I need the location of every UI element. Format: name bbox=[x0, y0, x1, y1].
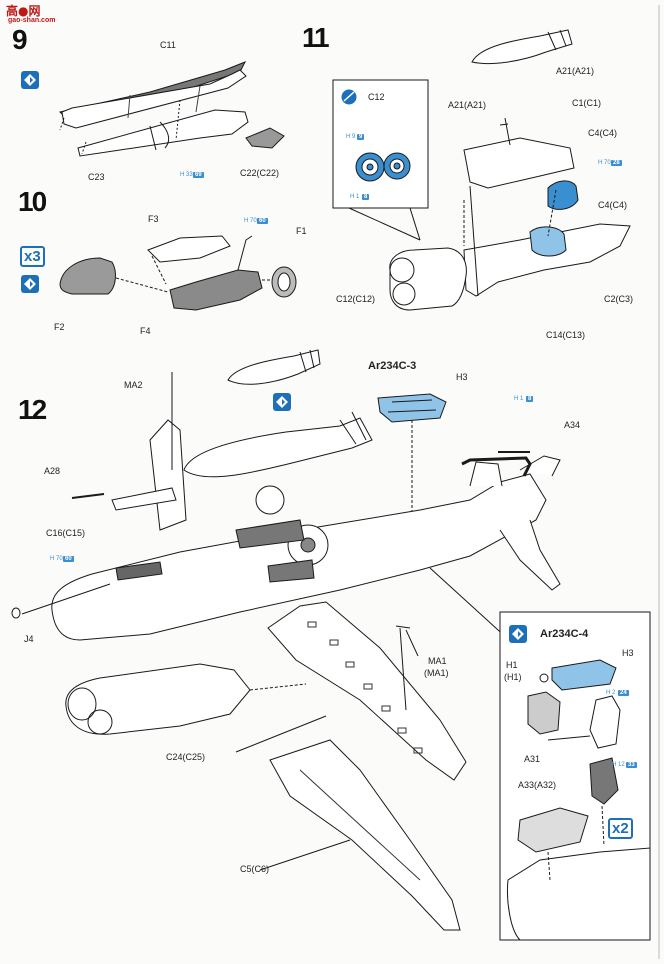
part-label: H1 bbox=[506, 660, 518, 670]
part-c4-ring bbox=[529, 226, 567, 257]
part-label: A34 bbox=[564, 420, 581, 430]
part-label: C11 bbox=[160, 40, 176, 50]
part-label: F4 bbox=[140, 326, 151, 336]
part-label: MA2 bbox=[124, 380, 143, 390]
watermark-site: gao-shan.com bbox=[8, 17, 56, 24]
step-number-11: 11 bbox=[302, 22, 330, 53]
paint-chip: 60 bbox=[63, 556, 74, 562]
part-label: (MA1) bbox=[424, 668, 449, 678]
cement-icon bbox=[21, 275, 39, 293]
cement-icon bbox=[509, 625, 527, 643]
part-label: C16(C15) bbox=[46, 528, 86, 538]
paint-code: H 12 bbox=[612, 762, 625, 768]
fuselage-section bbox=[507, 847, 651, 941]
pedal-block bbox=[589, 757, 619, 805]
part-label: A28 bbox=[44, 466, 61, 476]
step-12-drawing bbox=[11, 349, 561, 931]
part-label: A33(A32) bbox=[518, 780, 557, 790]
part-c24-wing bbox=[267, 601, 467, 781]
paint-code: H 1 bbox=[514, 396, 524, 402]
paint-chip: 28 bbox=[611, 160, 622, 166]
paint-chip: 8 bbox=[362, 194, 370, 200]
part-label: F3 bbox=[148, 214, 159, 224]
step-11-drawing bbox=[332, 29, 631, 311]
engine-pod bbox=[389, 247, 467, 311]
paint-code: H 70 bbox=[50, 556, 63, 562]
paint-code: H 9 bbox=[346, 134, 356, 140]
paint-chip: 33 bbox=[626, 762, 637, 768]
part-f2-nose bbox=[59, 257, 116, 295]
bomb-large bbox=[183, 417, 373, 478]
paint-code: H 1 bbox=[350, 194, 360, 200]
part-label: (H1) bbox=[504, 672, 522, 682]
paint-code: H 2 bbox=[606, 690, 616, 696]
engine-nacelle-lower bbox=[65, 663, 251, 735]
step-number-9: 9 bbox=[12, 24, 28, 55]
part-label: C14(C13) bbox=[546, 330, 586, 340]
cement-icon bbox=[21, 71, 39, 89]
part-label: C2(C3) bbox=[604, 294, 634, 304]
part-label: C12(C12) bbox=[336, 294, 376, 304]
part-label: C24(C25) bbox=[166, 752, 206, 762]
part-label: C4(C4) bbox=[598, 200, 628, 210]
c12-engine-faces bbox=[355, 152, 411, 182]
part-h3-canopy-c3 bbox=[377, 393, 447, 423]
paint-chip: 60 bbox=[257, 218, 268, 224]
paint-code: H 70 bbox=[244, 218, 257, 224]
part-c5-wing bbox=[269, 739, 461, 931]
part-label: C4(C4) bbox=[588, 128, 618, 138]
part-label: MA1 bbox=[428, 656, 447, 666]
part-label: J4 bbox=[24, 634, 34, 644]
seat-unit bbox=[527, 691, 561, 735]
bomb-top bbox=[471, 29, 573, 65]
variant-label-c3: Ar234C-3 bbox=[368, 360, 417, 372]
multiplier-x3: x3 bbox=[20, 246, 45, 267]
bomb-mid bbox=[227, 349, 321, 385]
part-label: C5(C6) bbox=[240, 864, 270, 874]
step-9-drawing bbox=[59, 61, 285, 157]
part-label: C22(C22) bbox=[240, 168, 280, 178]
part-label: H3 bbox=[456, 372, 468, 382]
part-c22-piece bbox=[245, 127, 285, 149]
variant-label-c4: Ar234C-4 bbox=[540, 628, 589, 640]
control-column bbox=[589, 695, 621, 749]
paint-chip: 9 bbox=[357, 134, 365, 140]
nacelle-upper bbox=[463, 137, 575, 189]
part-c4-cap bbox=[547, 180, 579, 210]
part-f3-cover bbox=[147, 235, 231, 263]
multiplier-x2: x2 bbox=[608, 818, 633, 839]
part-label: C1(C1) bbox=[572, 98, 602, 108]
part-label: C23 bbox=[88, 172, 105, 182]
part-label: F2 bbox=[54, 322, 65, 332]
part-label: H3 bbox=[622, 648, 634, 658]
paint-chip: 24 bbox=[618, 690, 629, 696]
watermark-logo: 高●网 bbox=[6, 4, 41, 18]
paint-code: H 33 bbox=[180, 172, 193, 178]
paint-chip: 69 bbox=[193, 172, 204, 178]
step-number-10: 10 bbox=[18, 186, 47, 217]
part-label: A21(A21) bbox=[556, 66, 595, 76]
step-number-12: 12 bbox=[18, 394, 47, 425]
part-label: C12 bbox=[368, 92, 385, 102]
part-h3-canopy-c4 bbox=[551, 659, 617, 691]
part-c23-panel bbox=[61, 69, 247, 129]
wing-panel-lines bbox=[307, 621, 423, 754]
paint-chip: 8 bbox=[526, 396, 534, 402]
part-label: F1 bbox=[296, 226, 307, 236]
step-10-drawing bbox=[59, 235, 297, 311]
cement-icon bbox=[273, 393, 291, 411]
part-label: A31 bbox=[524, 754, 541, 764]
part-f4-engine bbox=[169, 269, 263, 311]
ar234c4-inset bbox=[499, 611, 651, 941]
paint-code: H 70 bbox=[598, 160, 611, 166]
part-c23-tank bbox=[77, 109, 249, 157]
part-label: A21(A21) bbox=[448, 100, 487, 110]
